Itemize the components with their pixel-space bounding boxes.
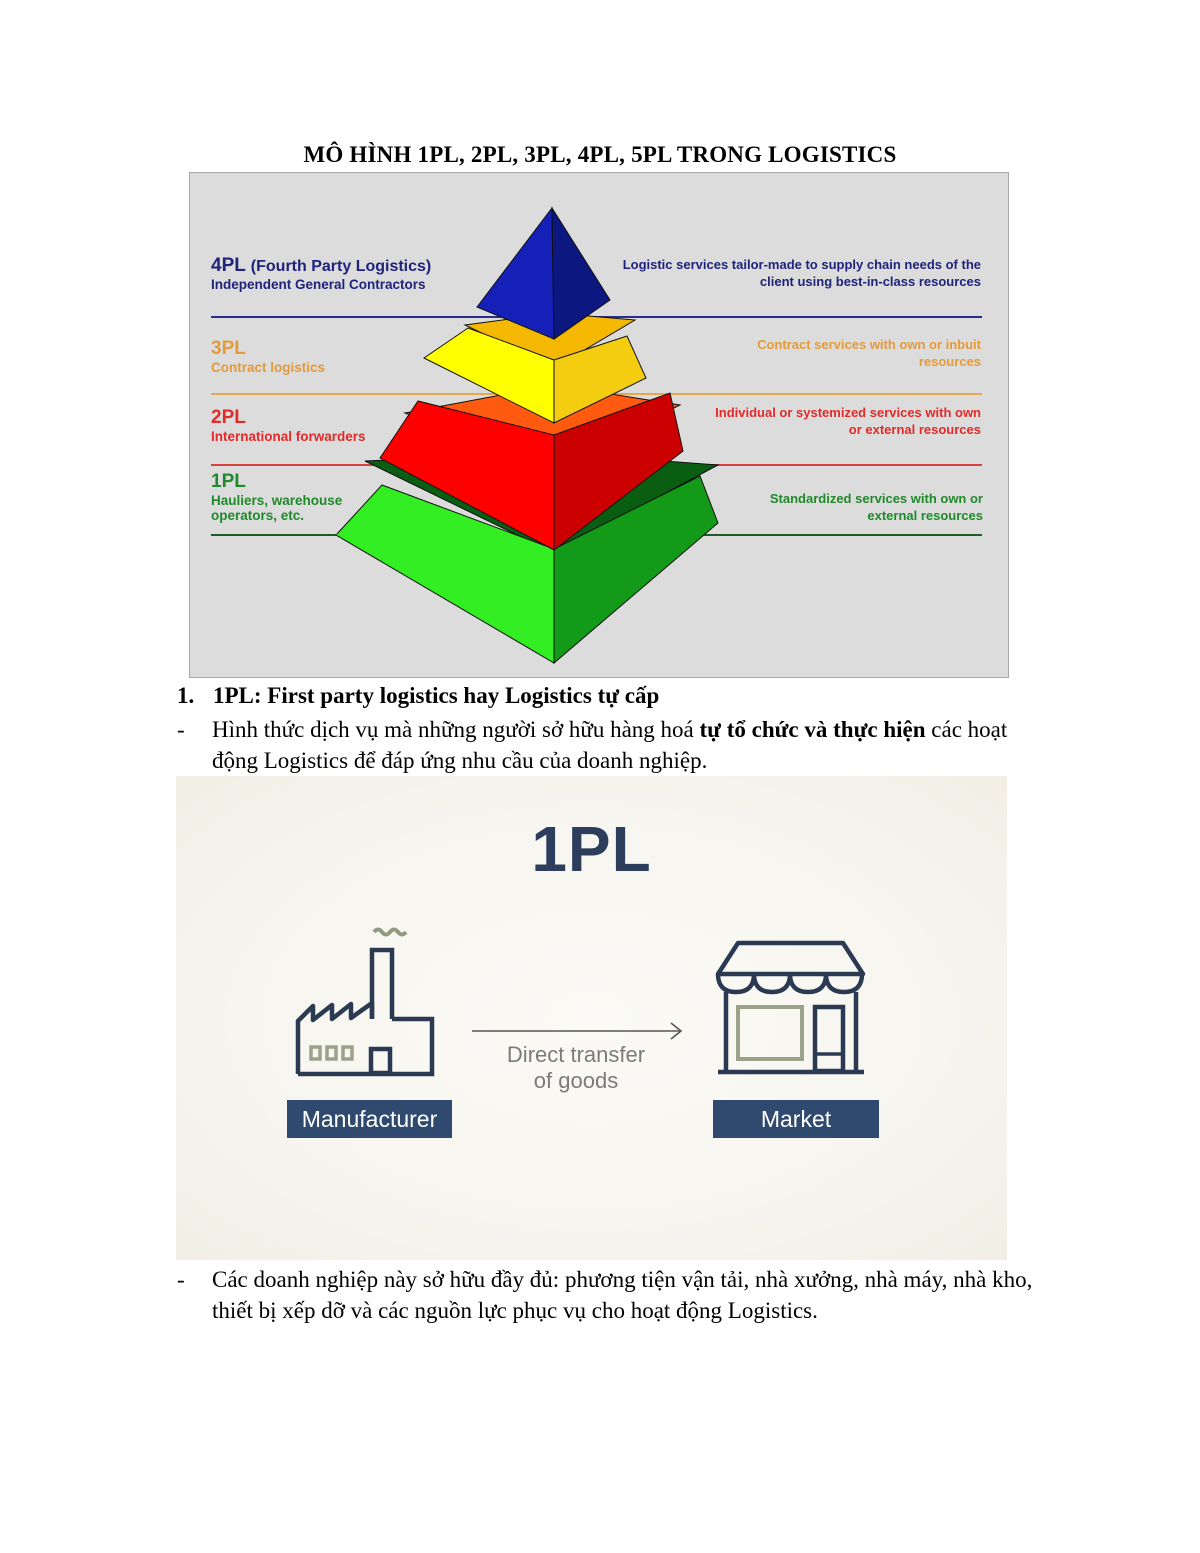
storefront-icon [715,940,866,1075]
onepl-illustration: 1PL Manufacturer Direct transfer of good… [176,776,1007,1260]
label-4pl: 4PL (Fourth Party Logistics) Independent… [211,255,431,292]
flow-description: Direct transfer of goods [476,1042,676,1094]
description-3pl-line1: Contract services with own or inbuit [757,337,981,352]
illustration-title: 1PL [531,813,652,885]
arrow-right-icon [472,1022,683,1040]
section-heading-1pl: 1. 1PL: First party logistics hay Logisti… [177,683,659,709]
description-1pl-line2: external resources [867,507,983,523]
level-subtitle-1pl-line1: Hauliers, warehouse [211,492,343,508]
bullet-text-bold: tự tổ chức và thực hiện [699,717,926,742]
level-name-2pl: 2PL [211,407,246,428]
section-heading-text: 1PL: First party logistics hay Logistics… [213,683,660,708]
level-detail-4pl: (Fourth Party Logistics) [250,258,432,275]
level-subtitle-1pl-line2: operators, etc. [211,508,305,524]
bullet-text-plain-end: các hoạt động Logistics để đáp ứng nhu c… [212,717,1008,773]
description-1pl-line1: Standardized services with own or [769,491,983,506]
factory-icon [295,927,435,1077]
pyramid-diagram: 4PL (Fourth Party Logistics) Independent… [189,172,1009,678]
description-2pl: Individual or systemized services with o… [581,405,981,439]
description-1pl: Standardized services with own or extern… [583,491,983,525]
bullet-text: Các doanh nghiệp này sở hữu đầy đủ: phươ… [212,1267,1033,1323]
bullet-text: Hình thức dịch vụ mà những người sở hữu … [212,714,1047,776]
bullet-paragraph-2: - Các doanh nghiệp này sở hữu đầy đủ: ph… [177,1264,1047,1326]
description-4pl: Logistic services tailor-made to supply … [581,257,981,291]
manufacturer-label: Manufacturer [287,1100,452,1138]
description-2pl-line2: or external resources [848,421,981,437]
level-subtitle-4pl: Independent General Contractors [211,276,426,292]
level-name-1pl: 1PL [211,471,246,492]
label-1pl: 1PL Hauliers, warehouse operators, etc. [211,471,342,524]
label-3pl: 3PL Contract logistics [211,338,325,375]
label-2pl: 2PL International forwarders [211,407,366,444]
level-subtitle-2pl: International forwarders [211,428,366,444]
description-4pl-line1: Logistic services tailor-made to supply … [622,257,981,272]
description-3pl-line2: resources [918,353,981,369]
bullet-dash: - [177,1267,185,1292]
bullet-text-plain: Hình thức dịch vụ mà những người sở hữu … [212,717,700,742]
bullet-paragraph-1: - Hình thức dịch vụ mà những người sở hữ… [177,714,1047,776]
flow-line1: Direct transfer [506,1042,646,1067]
flow-line2: of goods [533,1068,619,1093]
section-number: 1. [177,683,195,708]
level-name-3pl: 3PL [211,338,246,359]
pyramid-graphic [211,206,982,665]
description-2pl-line1: Individual or systemized services with o… [715,405,981,420]
market-label: Market [713,1100,879,1138]
level-subtitle-3pl: Contract logistics [211,359,326,375]
bullet-dash: - [177,717,185,742]
document-title: MÔ HÌNH 1PL, 2PL, 3PL, 4PL, 5PL TRONG LO… [303,142,897,167]
level-name-4pl: 4PL [211,255,246,276]
description-4pl-line2: client using best-in-class resources [759,273,981,289]
description-3pl: Contract services with own or inbuit res… [581,337,981,371]
